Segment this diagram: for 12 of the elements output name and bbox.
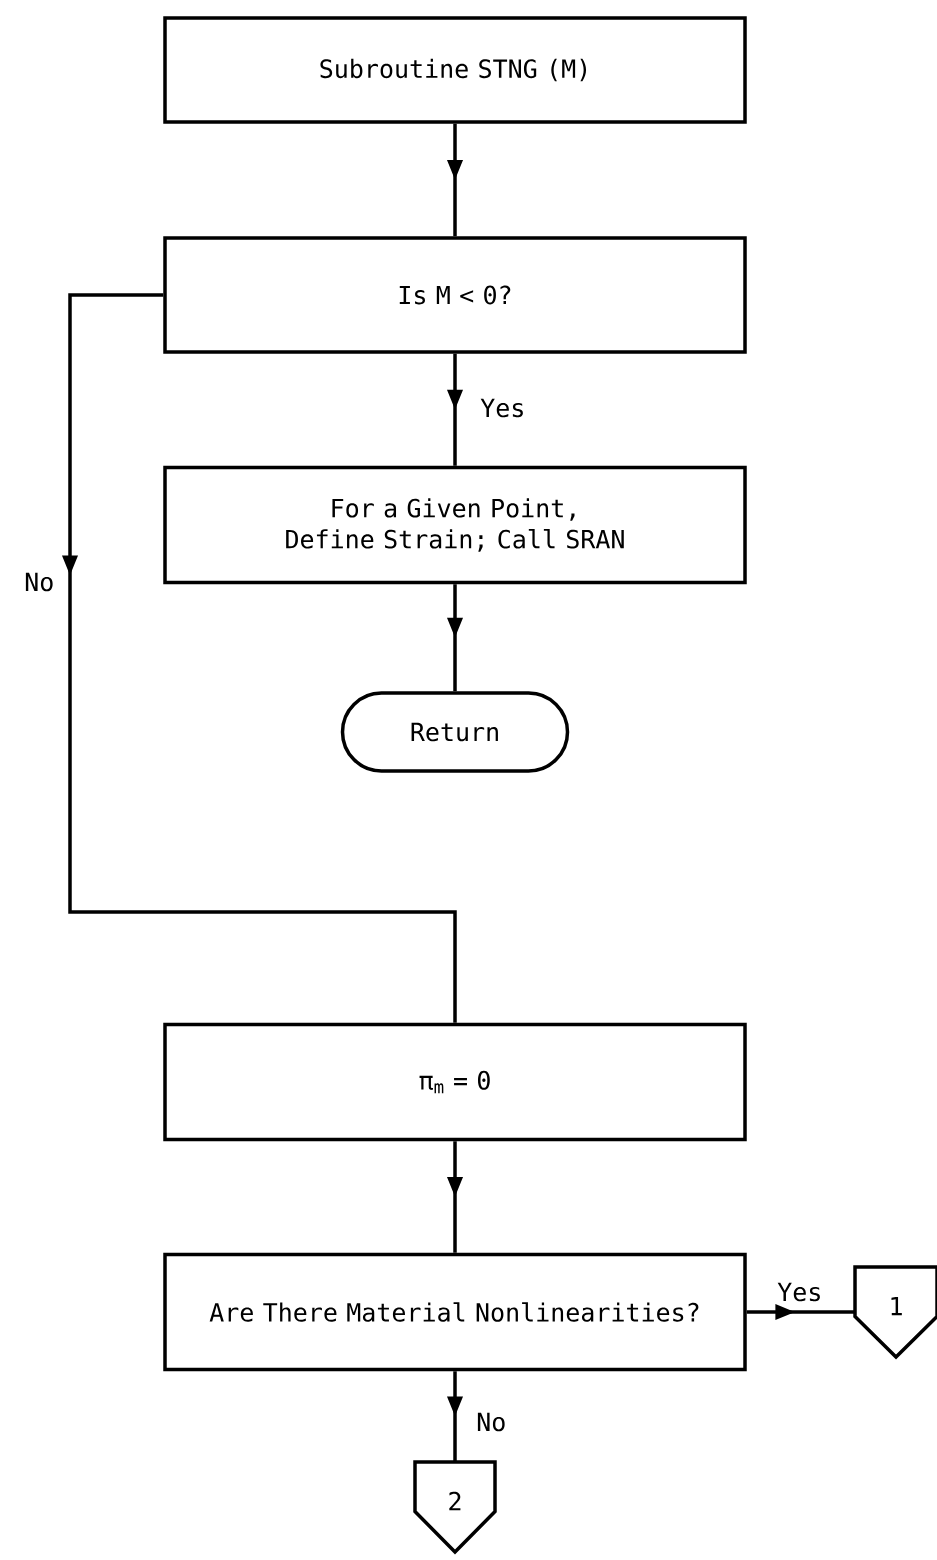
process-box: For a Given Point, Define Strain; Call SRAN	[163, 465, 747, 585]
edge-label: Yes	[478, 396, 528, 420]
process-box: Are There Material Nonlinearities?	[163, 1252, 747, 1372]
edge-label: No	[474, 1410, 509, 1434]
edge-label: No	[22, 570, 57, 594]
process-box: π$_{m}$ = 0	[163, 1022, 747, 1142]
process-box: Is M < 0?	[163, 236, 747, 354]
offpage-connector: 1	[853, 1265, 937, 1360]
offpage-connector: 2	[413, 1460, 497, 1555]
terminal-box: Return	[340, 691, 570, 773]
edge-label: Yes	[775, 1280, 825, 1304]
process-box: Subroutine STNG (M)	[163, 16, 747, 124]
